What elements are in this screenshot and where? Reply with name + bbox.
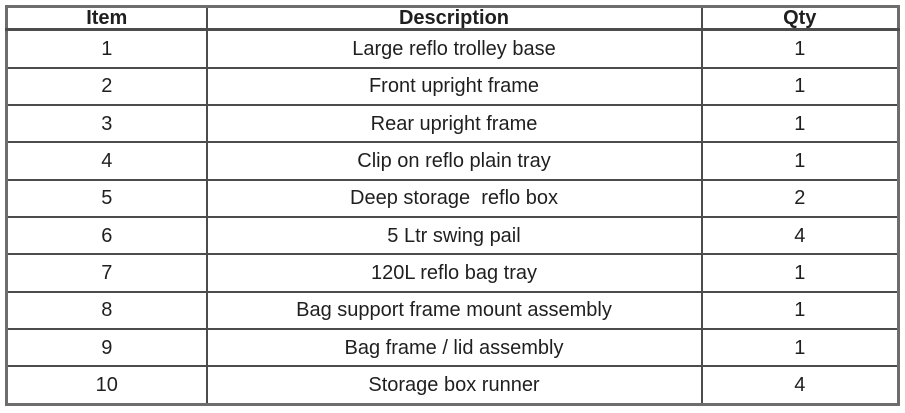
cell-qty: 1 [700, 28, 900, 69]
table-row: 10 Storage box runner 4 [5, 365, 900, 406]
cell-qty: 1 [700, 253, 900, 293]
table-row: 9 Bag frame / lid assembly 1 [5, 327, 900, 368]
cell-description: 120L reflo bag tray [205, 253, 703, 293]
header-item: Item [5, 5, 208, 31]
cell-description: Bag frame / lid assembly [205, 327, 703, 368]
cell-item: 2 [5, 66, 208, 107]
header-qty: Qty [700, 5, 900, 31]
cell-qty: 2 [700, 178, 900, 218]
cell-item: 5 [5, 178, 208, 218]
cell-item: 7 [5, 253, 208, 293]
cell-description: Rear upright frame [205, 103, 703, 144]
cell-qty: 1 [700, 290, 900, 330]
cell-qty: 1 [700, 327, 900, 368]
header-description: Description [205, 5, 703, 31]
header-row: Item Description Qty [5, 5, 900, 31]
cell-qty: 1 [700, 103, 900, 144]
cell-item: 9 [5, 327, 208, 368]
cell-qty: 4 [700, 215, 900, 256]
cell-item: 4 [5, 141, 208, 181]
table-row: 2 Front upright frame 1 [5, 66, 900, 107]
cell-qty: 4 [700, 365, 900, 406]
cell-description: Clip on reflo plain tray [205, 141, 703, 181]
parts-list-table: Item Description Qty 1 Large reflo troll… [5, 5, 900, 406]
cell-qty: 1 [700, 66, 900, 107]
table-header: Item Description Qty [5, 5, 900, 31]
table-row: 3 Rear upright frame 1 [5, 103, 900, 144]
cell-description: Deep storage reflo box [205, 178, 703, 218]
table-body: 1 Large reflo trolley base 1 2 Front upr… [5, 28, 900, 406]
cell-item: 6 [5, 215, 208, 256]
cell-description: Large reflo trolley base [205, 28, 703, 69]
table-row: 6 5 Ltr swing pail 4 [5, 215, 900, 256]
cell-item: 3 [5, 103, 208, 144]
cell-description: Bag support frame mount assembly [205, 290, 703, 330]
cell-description: Front upright frame [205, 66, 703, 107]
cell-qty: 1 [700, 141, 900, 181]
cell-item: 1 [5, 28, 208, 69]
table-row: 1 Large reflo trolley base 1 [5, 28, 900, 69]
table-row: 7 120L reflo bag tray 1 [5, 253, 900, 293]
table-row: 4 Clip on reflo plain tray 1 [5, 141, 900, 181]
table-row: 8 Bag support frame mount assembly 1 [5, 290, 900, 330]
table-row: 5 Deep storage reflo box 2 [5, 178, 900, 218]
cell-description: Storage box runner [205, 365, 703, 406]
cell-item: 10 [5, 365, 208, 406]
cell-description: 5 Ltr swing pail [205, 215, 703, 256]
cell-item: 8 [5, 290, 208, 330]
